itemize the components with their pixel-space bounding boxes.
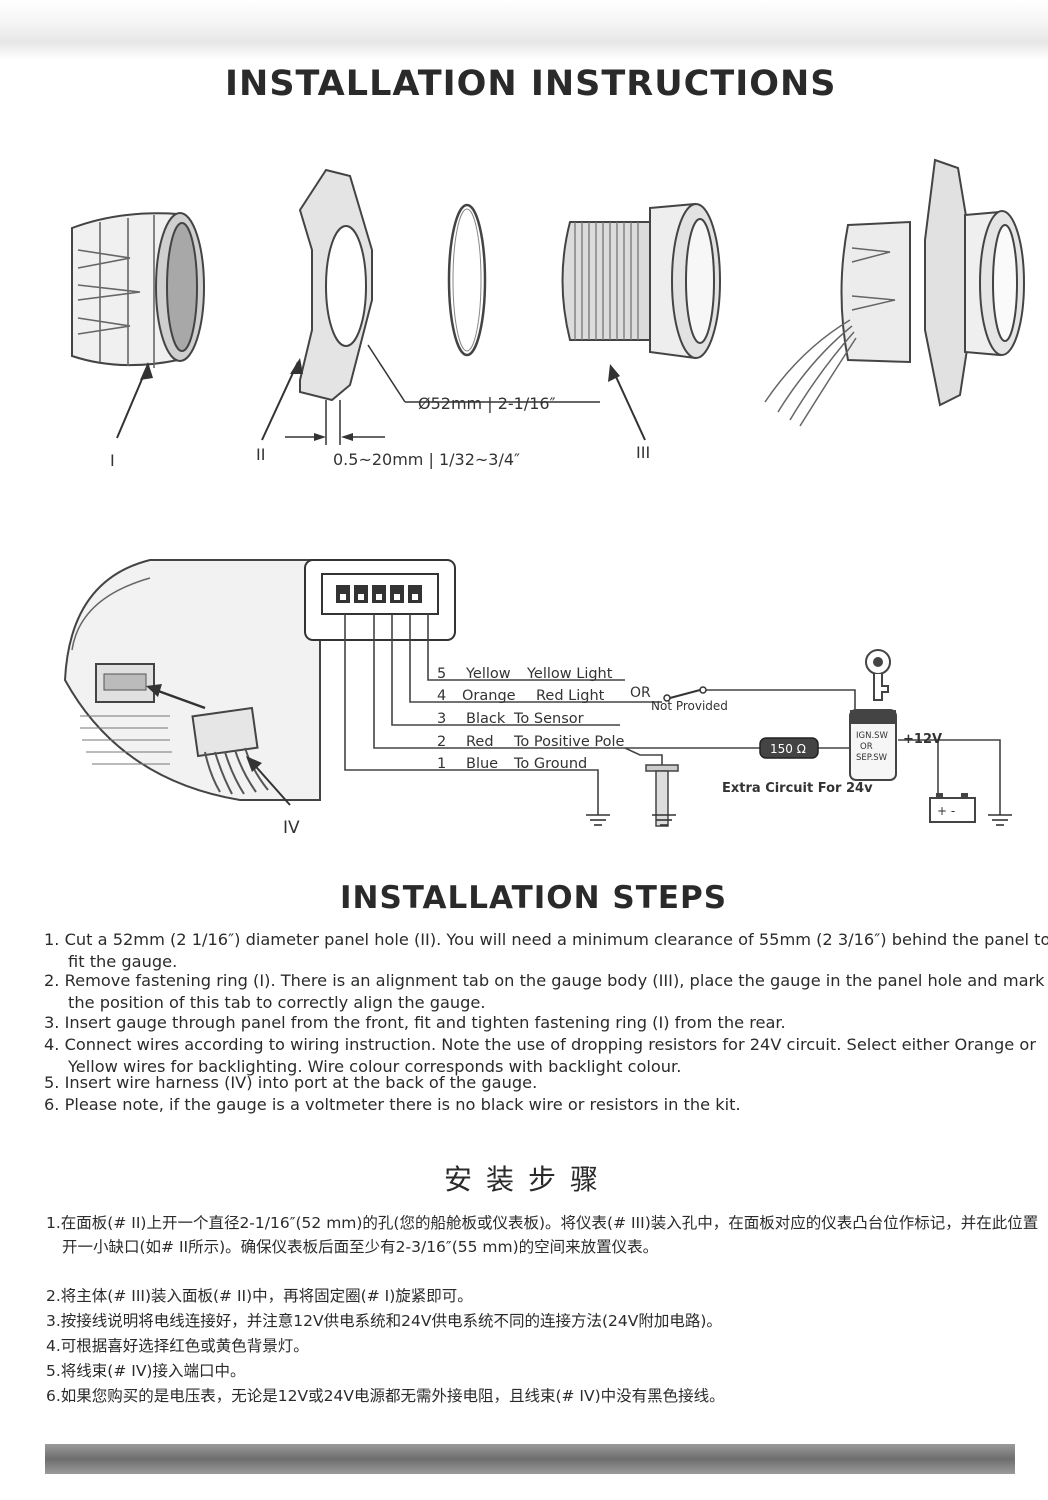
wire-1-function: To Ground (513, 756, 587, 772)
extra-circuit-label: Extra Circuit For 24v (722, 781, 873, 796)
arrow-iii (611, 367, 646, 441)
step-3: 3. Insert gauge through panel from the f… (44, 1013, 786, 1032)
wire-3-function: To Sensor (513, 711, 584, 727)
wire-5-num: 5 (437, 666, 446, 682)
switch-line-1: IGN.SW (856, 731, 889, 741)
wire-4-color: Orange (462, 688, 516, 704)
wire-5-function: Yellow Light (526, 666, 613, 682)
wire-3-num: 3 (437, 711, 446, 727)
wire-2-function: To Positive Pole (513, 734, 625, 750)
chinese-steps-title: 安装步骤 (444, 1163, 613, 1196)
not-provided-label: Not Provided (651, 699, 728, 713)
cn-step-5: 5.将线束(# IV)接入端口中。 (46, 1362, 246, 1380)
step-6: 6. Please note, if the gauge is a voltme… (44, 1095, 741, 1114)
or-label: OR (630, 685, 651, 701)
battery-sign: + - (937, 804, 955, 818)
part-label-iv: IV (283, 818, 300, 838)
cn-step-6: 6.如果您购买的是电压表，无论是12V或24V电源都无需外接电阻，且线束(# I… (46, 1387, 725, 1405)
page-title: INSTALLATION INSTRUCTIONS (225, 64, 837, 104)
bottom-scan-band (45, 1444, 1015, 1474)
wire-4-num: 4 (437, 688, 446, 704)
wire-lines (344, 614, 1001, 815)
step-4: 4. Connect wires according to wiring ins… (44, 1035, 1036, 1076)
steps-title: INSTALLATION STEPS (340, 880, 728, 916)
wire-3-color: Black (466, 711, 506, 727)
cn-step-1: 1.在面板(# II)上开一个直径2-1/16″(52 mm)的孔(您的船舱板或… (46, 1214, 1039, 1256)
switch-line-2: OR (860, 742, 873, 752)
diameter-label: Ø52mm | 2-1/16″ (418, 394, 556, 413)
assembled-gauge (764, 158, 1025, 427)
ignition-switch: IGN.SW OR SEP.SW (849, 709, 897, 781)
wire-1-color: Blue (466, 756, 498, 772)
cn-step-3: 3.按接线说明将电线连接好，并注意12V供电系统和24V供电系统不同的连接方法(… (46, 1312, 722, 1330)
o-ring-part (447, 203, 487, 357)
wire-5-color: Yellow (465, 666, 511, 682)
thickness-label: 0.5~20mm | 1/32~3/4″ (333, 450, 520, 469)
step-1: 1. Cut a 52mm (2 1/16″) diameter panel h… (44, 930, 1048, 971)
harness-inset (63, 559, 321, 801)
fastening-ring-part (71, 212, 205, 368)
installation-diagram: I II III Ø52mm | 2-1/16″ 0.5~20mm | 1/32… (63, 158, 1025, 838)
gauge-body-part (561, 202, 721, 360)
cn-step-4: 4.可根据喜好选择红色或黄色背景灯。 (46, 1337, 309, 1355)
switch-line-3: SEP.SW (856, 753, 888, 763)
resistor-label: 150 Ω (770, 742, 806, 756)
key-icon (865, 649, 891, 701)
voltage-label: +12V (903, 732, 942, 747)
part-label-ii: II (256, 445, 265, 464)
part-label-iii: III (636, 443, 650, 462)
arrow-ii (261, 361, 299, 441)
ground-symbols (586, 814, 1012, 826)
part-label-i: I (110, 451, 115, 470)
wire-2-num: 2 (437, 734, 446, 750)
wire-2-color: Red (466, 734, 494, 750)
panel-part (298, 168, 373, 445)
light-switch (669, 689, 701, 699)
connector-block (304, 559, 456, 641)
step-5: 5. Insert wire harness (IV) into port at… (44, 1073, 538, 1092)
top-scan-band (0, 0, 1048, 60)
wire-1-num: 1 (437, 756, 446, 772)
cn-step-2: 2.将主体(# III)装入面板(# II)中，再将固定圈(# I)旋紧即可。 (46, 1287, 473, 1305)
sensor-rod (645, 764, 679, 827)
battery-icon: + - (929, 793, 976, 823)
resistor (759, 737, 819, 759)
step-2: 2. Remove fastening ring (I). There is a… (44, 971, 1045, 1012)
wire-4-function: Red Light (536, 688, 605, 704)
